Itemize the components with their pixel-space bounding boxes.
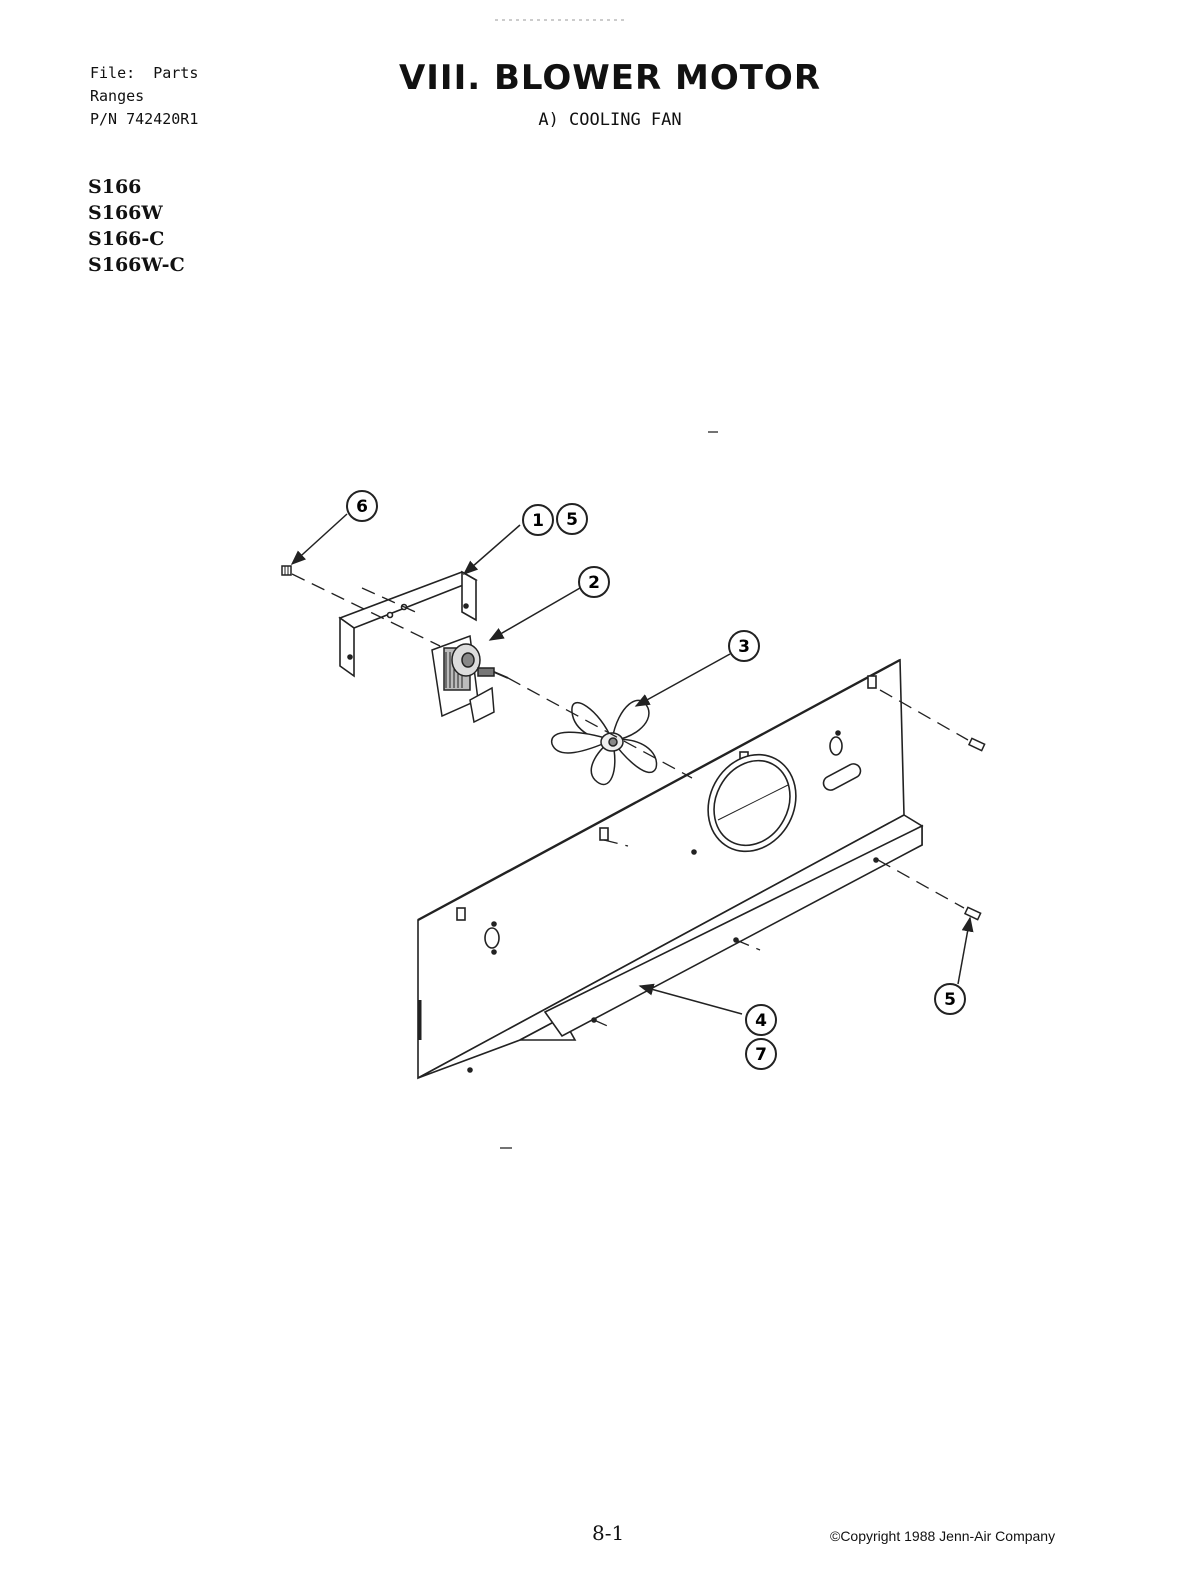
model-number: S166W bbox=[88, 202, 163, 224]
file-line: P/N 742420R1 bbox=[90, 110, 199, 128]
callout-7: 7 bbox=[745, 1038, 777, 1070]
fan-blade bbox=[551, 699, 658, 786]
callout-number: 7 bbox=[755, 1045, 767, 1065]
blower-motor bbox=[431, 634, 509, 724]
callout-5: 5 bbox=[556, 503, 588, 535]
leader-lines bbox=[290, 513, 974, 1015]
callout-5: 5 bbox=[934, 983, 966, 1015]
model-number: S166-C bbox=[88, 228, 165, 250]
callout-number: 5 bbox=[944, 990, 956, 1010]
callout-number: 5 bbox=[566, 510, 578, 530]
page-title: VIII. BLOWER MOTOR bbox=[398, 58, 822, 98]
callout-2: 2 bbox=[578, 566, 610, 598]
file-line: Ranges bbox=[90, 87, 145, 105]
model-number: S166 bbox=[88, 176, 142, 198]
page-subtitle: A) COOLING FAN bbox=[538, 110, 682, 130]
callout-3: 3 bbox=[728, 630, 760, 662]
model-number: S166W-C bbox=[88, 254, 185, 276]
screw-part-6 bbox=[281, 565, 292, 576]
assembly-lines bbox=[291, 573, 969, 1029]
callout-number: 4 bbox=[755, 1011, 767, 1031]
callout-1: 1 bbox=[522, 504, 554, 536]
callout-number: 3 bbox=[738, 637, 750, 657]
callout-number: 6 bbox=[356, 497, 368, 517]
callout-4: 4 bbox=[745, 1004, 777, 1036]
file-info: File: Parts Ranges P/N 742420R1 bbox=[90, 62, 198, 131]
model-list: S166 S166W S166-C S166W-C bbox=[88, 174, 185, 278]
copyright-notice: ©Copyright 1988 Jenn-Air Company bbox=[830, 1528, 1056, 1544]
page-number: 8-1 bbox=[592, 1521, 625, 1545]
callout-number: 2 bbox=[588, 573, 600, 593]
screw-part-5 bbox=[963, 737, 986, 921]
file-line: File: Parts bbox=[90, 64, 199, 82]
callout-6: 6 bbox=[346, 490, 378, 522]
callout-number: 1 bbox=[532, 511, 544, 531]
rear-panel bbox=[417, 658, 924, 1080]
